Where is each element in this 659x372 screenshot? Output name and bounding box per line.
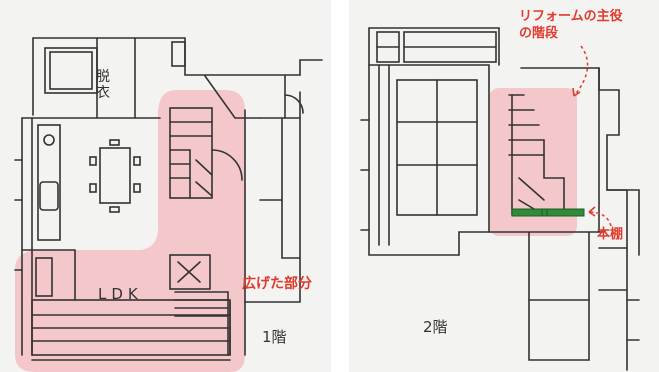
bookshelf-arrow <box>588 211 612 227</box>
datsui-label-1: 脱 <box>96 69 110 85</box>
expanded-area-label: 広げた部分 <box>242 276 312 292</box>
datsui-label-2: 衣 <box>96 85 110 101</box>
ldk-label: LDK <box>98 285 143 303</box>
reform-stair-label-1: リフォームの主役 <box>519 9 623 24</box>
floor2-panel: リフォームの主役 の階段 本棚 2階 <box>349 0 659 372</box>
floor1-plan-drawing <box>14 37 323 372</box>
reform-stair-label-2: の階段 <box>519 26 559 41</box>
expanded-area-highlight <box>15 90 245 372</box>
bookshelf-label: 本棚 <box>597 227 624 242</box>
floor1-label: 1階 <box>262 328 287 346</box>
reform-arrow <box>573 45 589 97</box>
floor2-plan-drawing <box>360 27 640 371</box>
floor2-label: 2階 <box>423 318 448 336</box>
floor1-panel: 脱 衣 LDK 広げた部分 1階 <box>0 0 331 372</box>
bookshelf-bar <box>511 208 585 217</box>
